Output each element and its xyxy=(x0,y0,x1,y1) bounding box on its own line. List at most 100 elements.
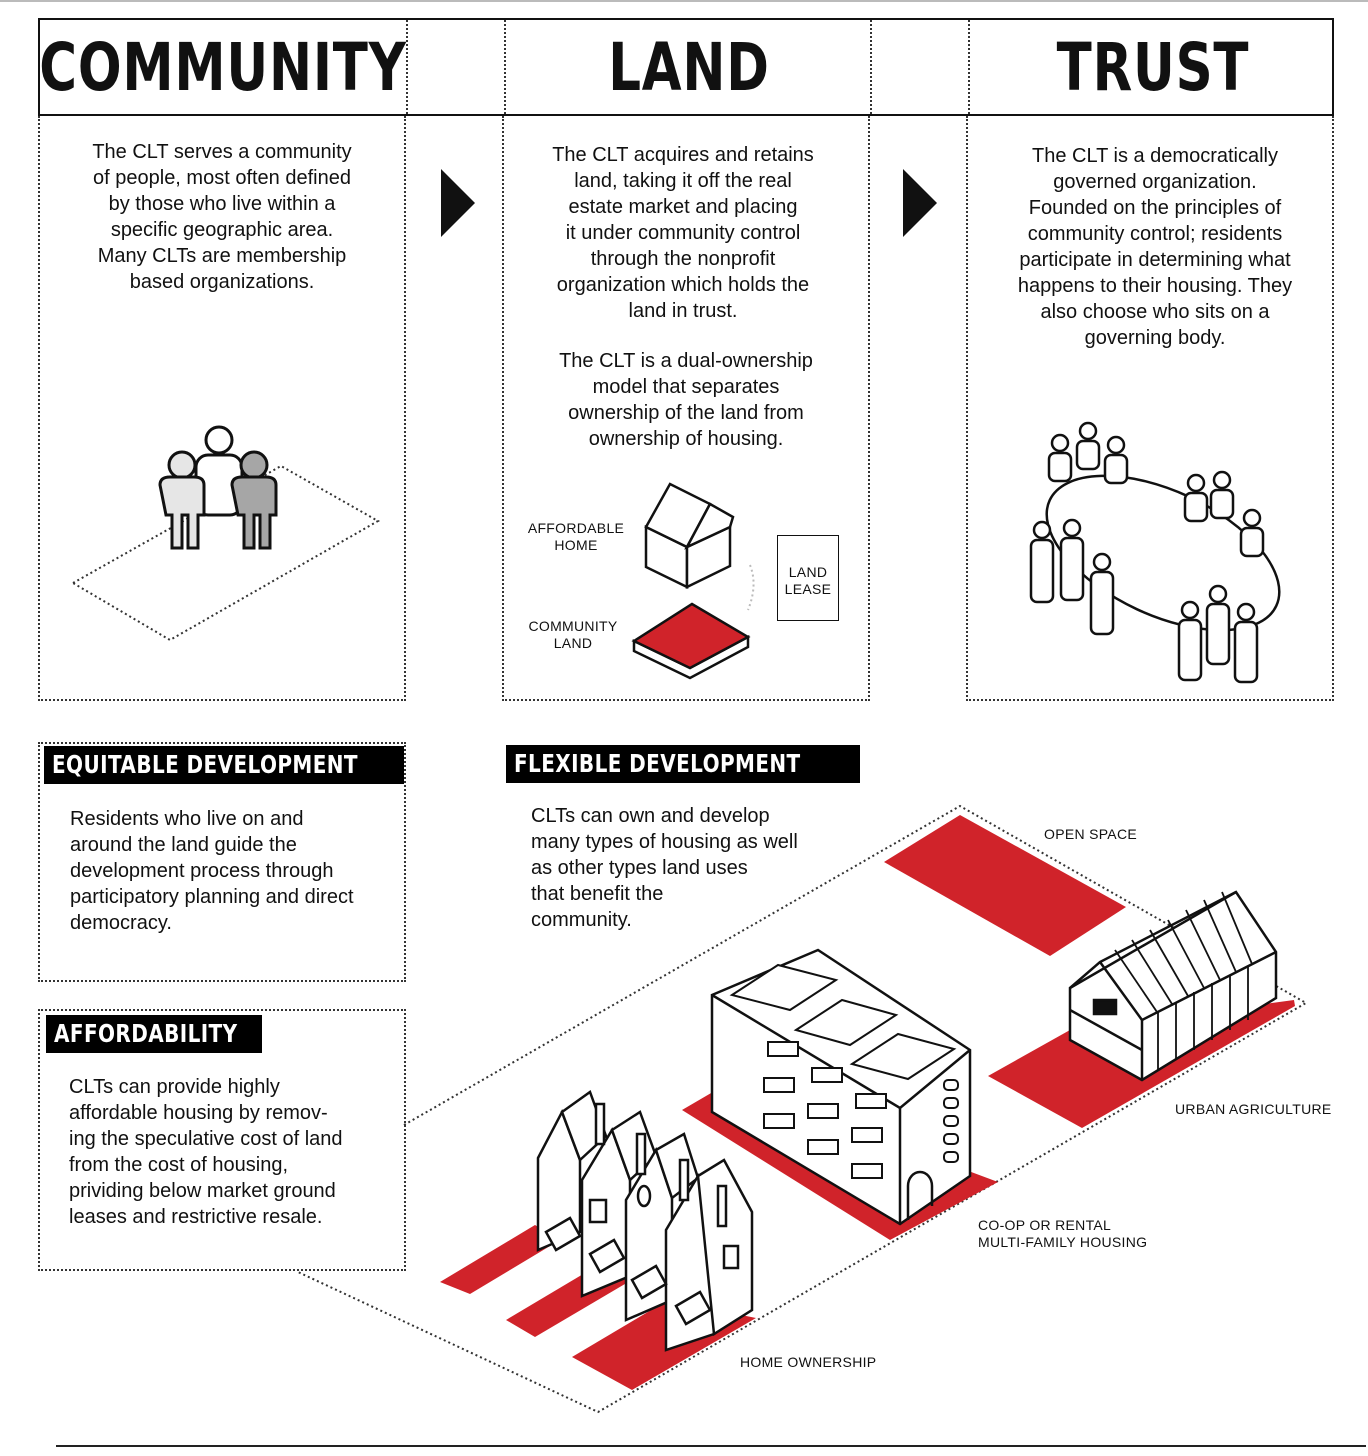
text-line: organization which holds the xyxy=(556,274,810,296)
text-line: democracy. xyxy=(70,912,172,934)
row-houses-icon xyxy=(536,1090,754,1352)
text-line: The CLT serves a community xyxy=(92,141,352,163)
text-line: development process through xyxy=(70,860,334,882)
text-line: The CLT acquires and retains xyxy=(552,144,814,166)
text-line: The CLT is a democratically xyxy=(1031,145,1278,167)
affordability-description: CLTs can provide highly affordable housi… xyxy=(69,1074,399,1230)
text-line: based organizations. xyxy=(129,271,315,293)
community-land-label: COMMUNITY LAND xyxy=(522,618,624,652)
text-line: that benefit the xyxy=(531,883,664,905)
affordability-box xyxy=(38,1009,406,1271)
text-line: leases and restrictive resale. xyxy=(69,1206,323,1228)
flexible-development-title: FLEXIBLE DEVELOPMENT xyxy=(506,745,860,783)
lease-dotted-arc xyxy=(747,564,755,611)
solar-panels-icon xyxy=(729,963,957,1081)
greenhouse-icon xyxy=(1068,890,1278,1082)
text-line: participatory planning and direct xyxy=(70,886,354,908)
land-lease-label: LAND LEASE xyxy=(777,564,839,598)
text-line: Residents who live on and xyxy=(70,808,304,830)
text-line: The CLT is a dual-ownership xyxy=(559,350,813,372)
label-line: LAND xyxy=(553,635,593,651)
text-line: by those who live within a xyxy=(108,193,336,215)
text-line: governing body. xyxy=(1084,327,1226,349)
land-lease-document-icon xyxy=(777,535,839,621)
header-divider xyxy=(504,20,506,114)
heading-community: COMMUNITY xyxy=(39,28,407,106)
text-line: governed organization. xyxy=(1053,171,1257,193)
arrow-right-icon xyxy=(903,169,937,237)
trust-panel xyxy=(966,116,1334,701)
person-light-gray-icon xyxy=(158,450,206,550)
land-panel xyxy=(502,116,870,701)
text-line: affordable housing by remov- xyxy=(69,1102,328,1124)
text-line: ownership of the land from xyxy=(568,402,804,424)
text-line: around the land guide the xyxy=(70,834,297,856)
title-text: FLEXIBLE DEVELOPMENT xyxy=(514,749,801,778)
affordable-home-icon xyxy=(644,482,735,590)
text-line: happens to their housing. They xyxy=(1017,275,1293,297)
text-line: many types of housing as well xyxy=(531,831,798,853)
community-parcel-icon xyxy=(70,464,381,642)
home-ownership-label: HOME OWNERSHIP xyxy=(740,1354,877,1370)
label-line: LEASE xyxy=(784,581,832,597)
text-line: Founded on the principles of xyxy=(1028,197,1282,219)
person-dark-gray-icon xyxy=(230,450,278,550)
text-line: CLTs can provide highly xyxy=(69,1076,280,1098)
header-divider xyxy=(870,20,872,114)
title-text: EQUITABLE DEVELOPMENT xyxy=(52,750,358,779)
text-line: estate market and placing xyxy=(568,196,798,218)
land-dual-ownership: The CLT is a dual-ownership model that s… xyxy=(502,348,870,452)
open-space-lot xyxy=(884,815,1126,956)
coop-housing-label: CO-OP OR RENTAL MULTI-FAMILY HOUSING xyxy=(978,1217,1147,1251)
equitable-description: Residents who live on and around the lan… xyxy=(70,806,400,936)
label-line: MULTI-FAMILY HOUSING xyxy=(978,1234,1148,1250)
label-line: CO-OP OR RENTAL xyxy=(978,1217,1112,1233)
board-members-icon xyxy=(1029,421,1265,684)
label-line: COMMUNITY xyxy=(528,618,618,634)
text-line: CLTs can own and develop xyxy=(531,805,770,827)
header-divider xyxy=(406,20,408,114)
text-line: participate in determining what xyxy=(1019,249,1291,271)
community-panel xyxy=(38,116,406,701)
heading-trust: TRUST xyxy=(1056,28,1250,106)
text-line: it under community control xyxy=(565,222,801,244)
text-line: land, taking it off the real xyxy=(574,170,792,192)
pillar-header-bar: COMMUNITY LAND TRUST xyxy=(38,18,1334,116)
text-line: as other types land uses xyxy=(531,857,748,879)
land-description: The CLT acquires and retains land, takin… xyxy=(500,142,866,324)
equitable-development-box xyxy=(38,742,406,982)
community-land-icon xyxy=(631,602,751,680)
heading-land: LAND xyxy=(608,28,770,106)
text-line: from the cost of housing, xyxy=(69,1154,289,1176)
bottom-rule xyxy=(56,1445,1366,1447)
open-space-label: OPEN SPACE xyxy=(1044,826,1137,842)
flexible-description: CLTs can own and develop many types of h… xyxy=(531,803,851,933)
text-line: through the nonprofit xyxy=(590,248,776,270)
text-line: of people, most often defined xyxy=(93,167,351,189)
urban-agriculture-label: URBAN AGRICULTURE xyxy=(1175,1101,1332,1117)
label-line: AFFORDABLE xyxy=(527,520,625,536)
trust-description: The CLT is a democratically governed org… xyxy=(966,143,1344,351)
apartment-building-icon xyxy=(710,948,972,1226)
text-line: ownership of housing. xyxy=(588,428,784,450)
label-line: LAND xyxy=(788,564,828,580)
text-line: ing the speculative cost of land xyxy=(69,1128,343,1150)
title-text: AFFORDABILITY xyxy=(54,1019,238,1048)
label-line: HOME xyxy=(554,537,598,553)
arrow-right-icon xyxy=(441,169,475,237)
text-line: prividing below market ground xyxy=(69,1180,336,1202)
equitable-development-title: EQUITABLE DEVELOPMENT xyxy=(44,746,404,784)
text-line: also choose who sits on a xyxy=(1040,301,1270,323)
text-line: specific geographic area. xyxy=(110,219,334,241)
top-rule xyxy=(0,0,1368,2)
text-line: community. xyxy=(531,909,632,931)
text-line: land in trust. xyxy=(628,300,738,322)
text-line: model that separates xyxy=(592,376,780,398)
text-line: community control; residents xyxy=(1027,223,1283,245)
text-line: Many CLTs are membership xyxy=(97,245,347,267)
affordable-home-label: AFFORDABLE HOME xyxy=(524,520,628,554)
affordability-title: AFFORDABILITY xyxy=(46,1015,262,1053)
header-divider xyxy=(968,20,970,114)
community-description: The CLT serves a community of people, mo… xyxy=(38,139,406,295)
